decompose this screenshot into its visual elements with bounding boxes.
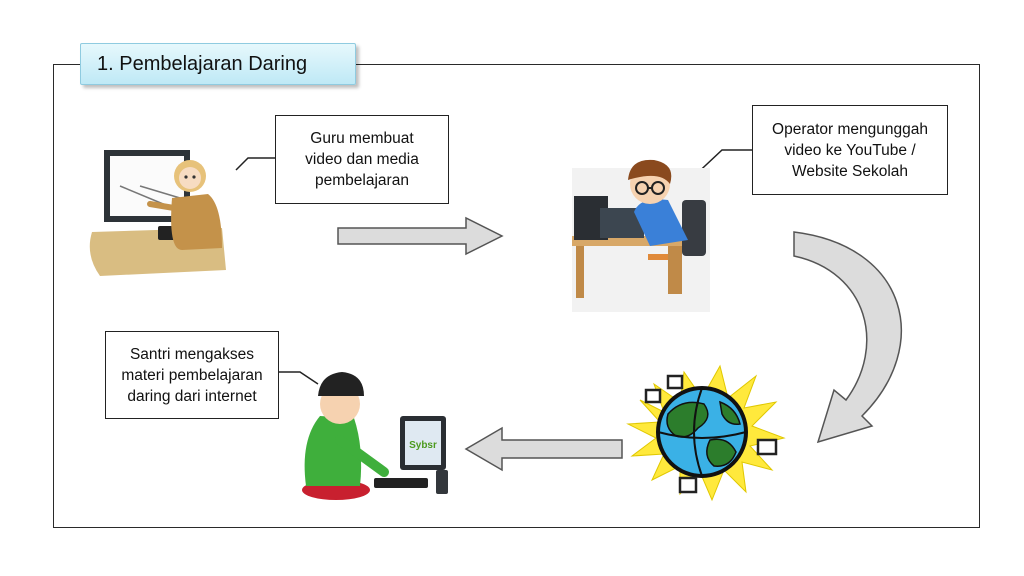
arrow-curved-down-icon (793, 231, 903, 444)
operator-illustration-icon (572, 159, 710, 312)
callout-teacher-line-2: video dan media (305, 151, 419, 168)
arrow-left-icon (464, 426, 623, 472)
callout-operator-line-1: Operator mengunggah (772, 120, 928, 138)
connector-teacher (235, 157, 275, 171)
callout-operator-line-3: Website Sekolah (791, 162, 909, 180)
arrow-right-icon (337, 216, 504, 256)
callout-teacher-line-3: pembelajaran (315, 172, 409, 189)
diagram-frame (53, 64, 980, 528)
callout-teacher-line-1: Guru membuat (310, 130, 414, 147)
callout-student: Santri mengakses materi pembelajaran dar… (105, 331, 279, 419)
callout-operator-line-2: video ke YouTube / (784, 141, 916, 159)
diagram-title: 1. Pembelajaran Daring (80, 43, 356, 85)
teacher-illustration-icon (89, 150, 226, 276)
connector-student (279, 371, 319, 385)
callout-student-line-3: daring dari internet (127, 387, 257, 405)
internet-globe-icon (626, 364, 786, 502)
student-illustration-icon: Sybsr (302, 372, 448, 500)
screen-logo-text: Sybsr (409, 440, 437, 451)
callout-operator: Operator mengunggah video ke YouTube / W… (752, 105, 948, 195)
callout-teacher: Guru membuat video dan media pembelajara… (275, 115, 449, 204)
callout-student-line-2: materi pembelajaran (121, 366, 263, 384)
callout-student-line-1: Santri mengakses (129, 345, 255, 363)
